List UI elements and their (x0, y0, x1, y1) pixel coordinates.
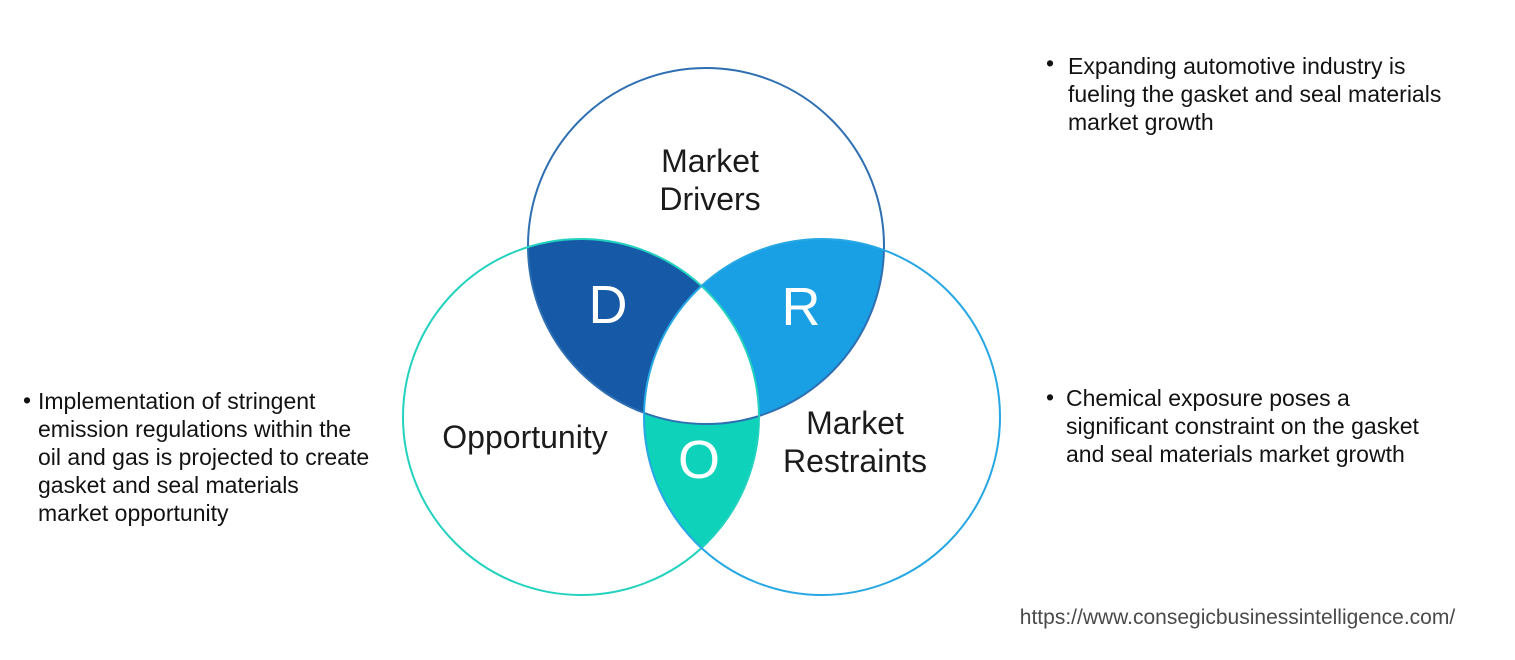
drivers-label: Market Drivers (610, 142, 810, 218)
venn-diagram (402, 67, 1001, 596)
note-restraints: • Chemical exposure poses a significant … (1046, 384, 1496, 468)
drivers-label-line2: Drivers (659, 181, 761, 217)
restraints-label: Market Restraints (755, 404, 955, 480)
bullet-icon: • (23, 387, 32, 413)
note-opportunity-line3: oil and gas is projected to create (38, 444, 370, 470)
restraints-label-line2: Restraints (782, 443, 928, 479)
note-drivers-line1: Expanding automotive industry is (1068, 53, 1406, 79)
opportunity-circle (402, 238, 760, 596)
note-restraints-text: Chemical exposure poses a significant co… (1066, 384, 1419, 468)
note-drivers: • Expanding automotive industry is fueli… (1046, 52, 1496, 136)
note-opportunity-text: Implementation of stringent emission reg… (38, 387, 369, 527)
bullet-icon: • (1046, 50, 1055, 76)
restraints-circle (643, 238, 1001, 596)
drivers-circle (527, 67, 885, 425)
overlap-letter-r: R (781, 277, 821, 337)
note-drivers-line3: market growth (1068, 109, 1214, 135)
note-opportunity-line2: emission regulations within the (38, 416, 352, 442)
note-opportunity-line4: gasket and seal materials (38, 472, 299, 498)
note-opportunity-line5: market opportunity (38, 500, 229, 526)
note-opportunity-line1: Implementation of stringent (38, 388, 316, 414)
note-restraints-line1: Chemical exposure poses a (1066, 385, 1350, 411)
note-drivers-line2: fueling the gasket and seal materials (1068, 81, 1442, 107)
bullet-icon: • (1046, 384, 1055, 410)
restraints-label-line1: Market (806, 405, 904, 441)
drivers-label-line1: Market (661, 143, 759, 179)
source-url: https://www.consegicbusinessintelligence… (1019, 606, 1456, 629)
note-restraints-line2: significant constraint on the gasket (1066, 413, 1419, 439)
opportunity-label-line1: Opportunity (442, 419, 608, 455)
overlap-letter-o: O (677, 430, 721, 490)
opportunity-label: Opportunity (425, 418, 625, 456)
note-opportunity: • Implementation of stringent emission r… (23, 387, 423, 527)
note-drivers-text: Expanding automotive industry is fueling… (1068, 52, 1441, 136)
overlap-letter-d: D (588, 275, 628, 335)
note-restraints-line3: and seal materials market growth (1066, 441, 1405, 467)
